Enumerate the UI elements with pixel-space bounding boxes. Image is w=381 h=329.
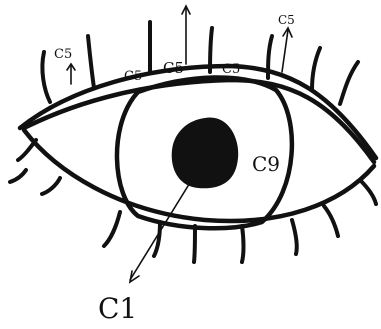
pupil bbox=[172, 118, 239, 189]
label-c1: C1 bbox=[98, 292, 137, 325]
label-c5-top-right: C5 bbox=[278, 13, 295, 27]
label-c5-lid-2: C5 bbox=[163, 59, 184, 77]
label-c5-lid-1: C5 bbox=[124, 69, 142, 84]
label-c5-left: C5 bbox=[54, 47, 72, 62]
label-c9: C9 bbox=[252, 152, 280, 176]
label-c5-lid-3: C5 bbox=[222, 62, 240, 77]
